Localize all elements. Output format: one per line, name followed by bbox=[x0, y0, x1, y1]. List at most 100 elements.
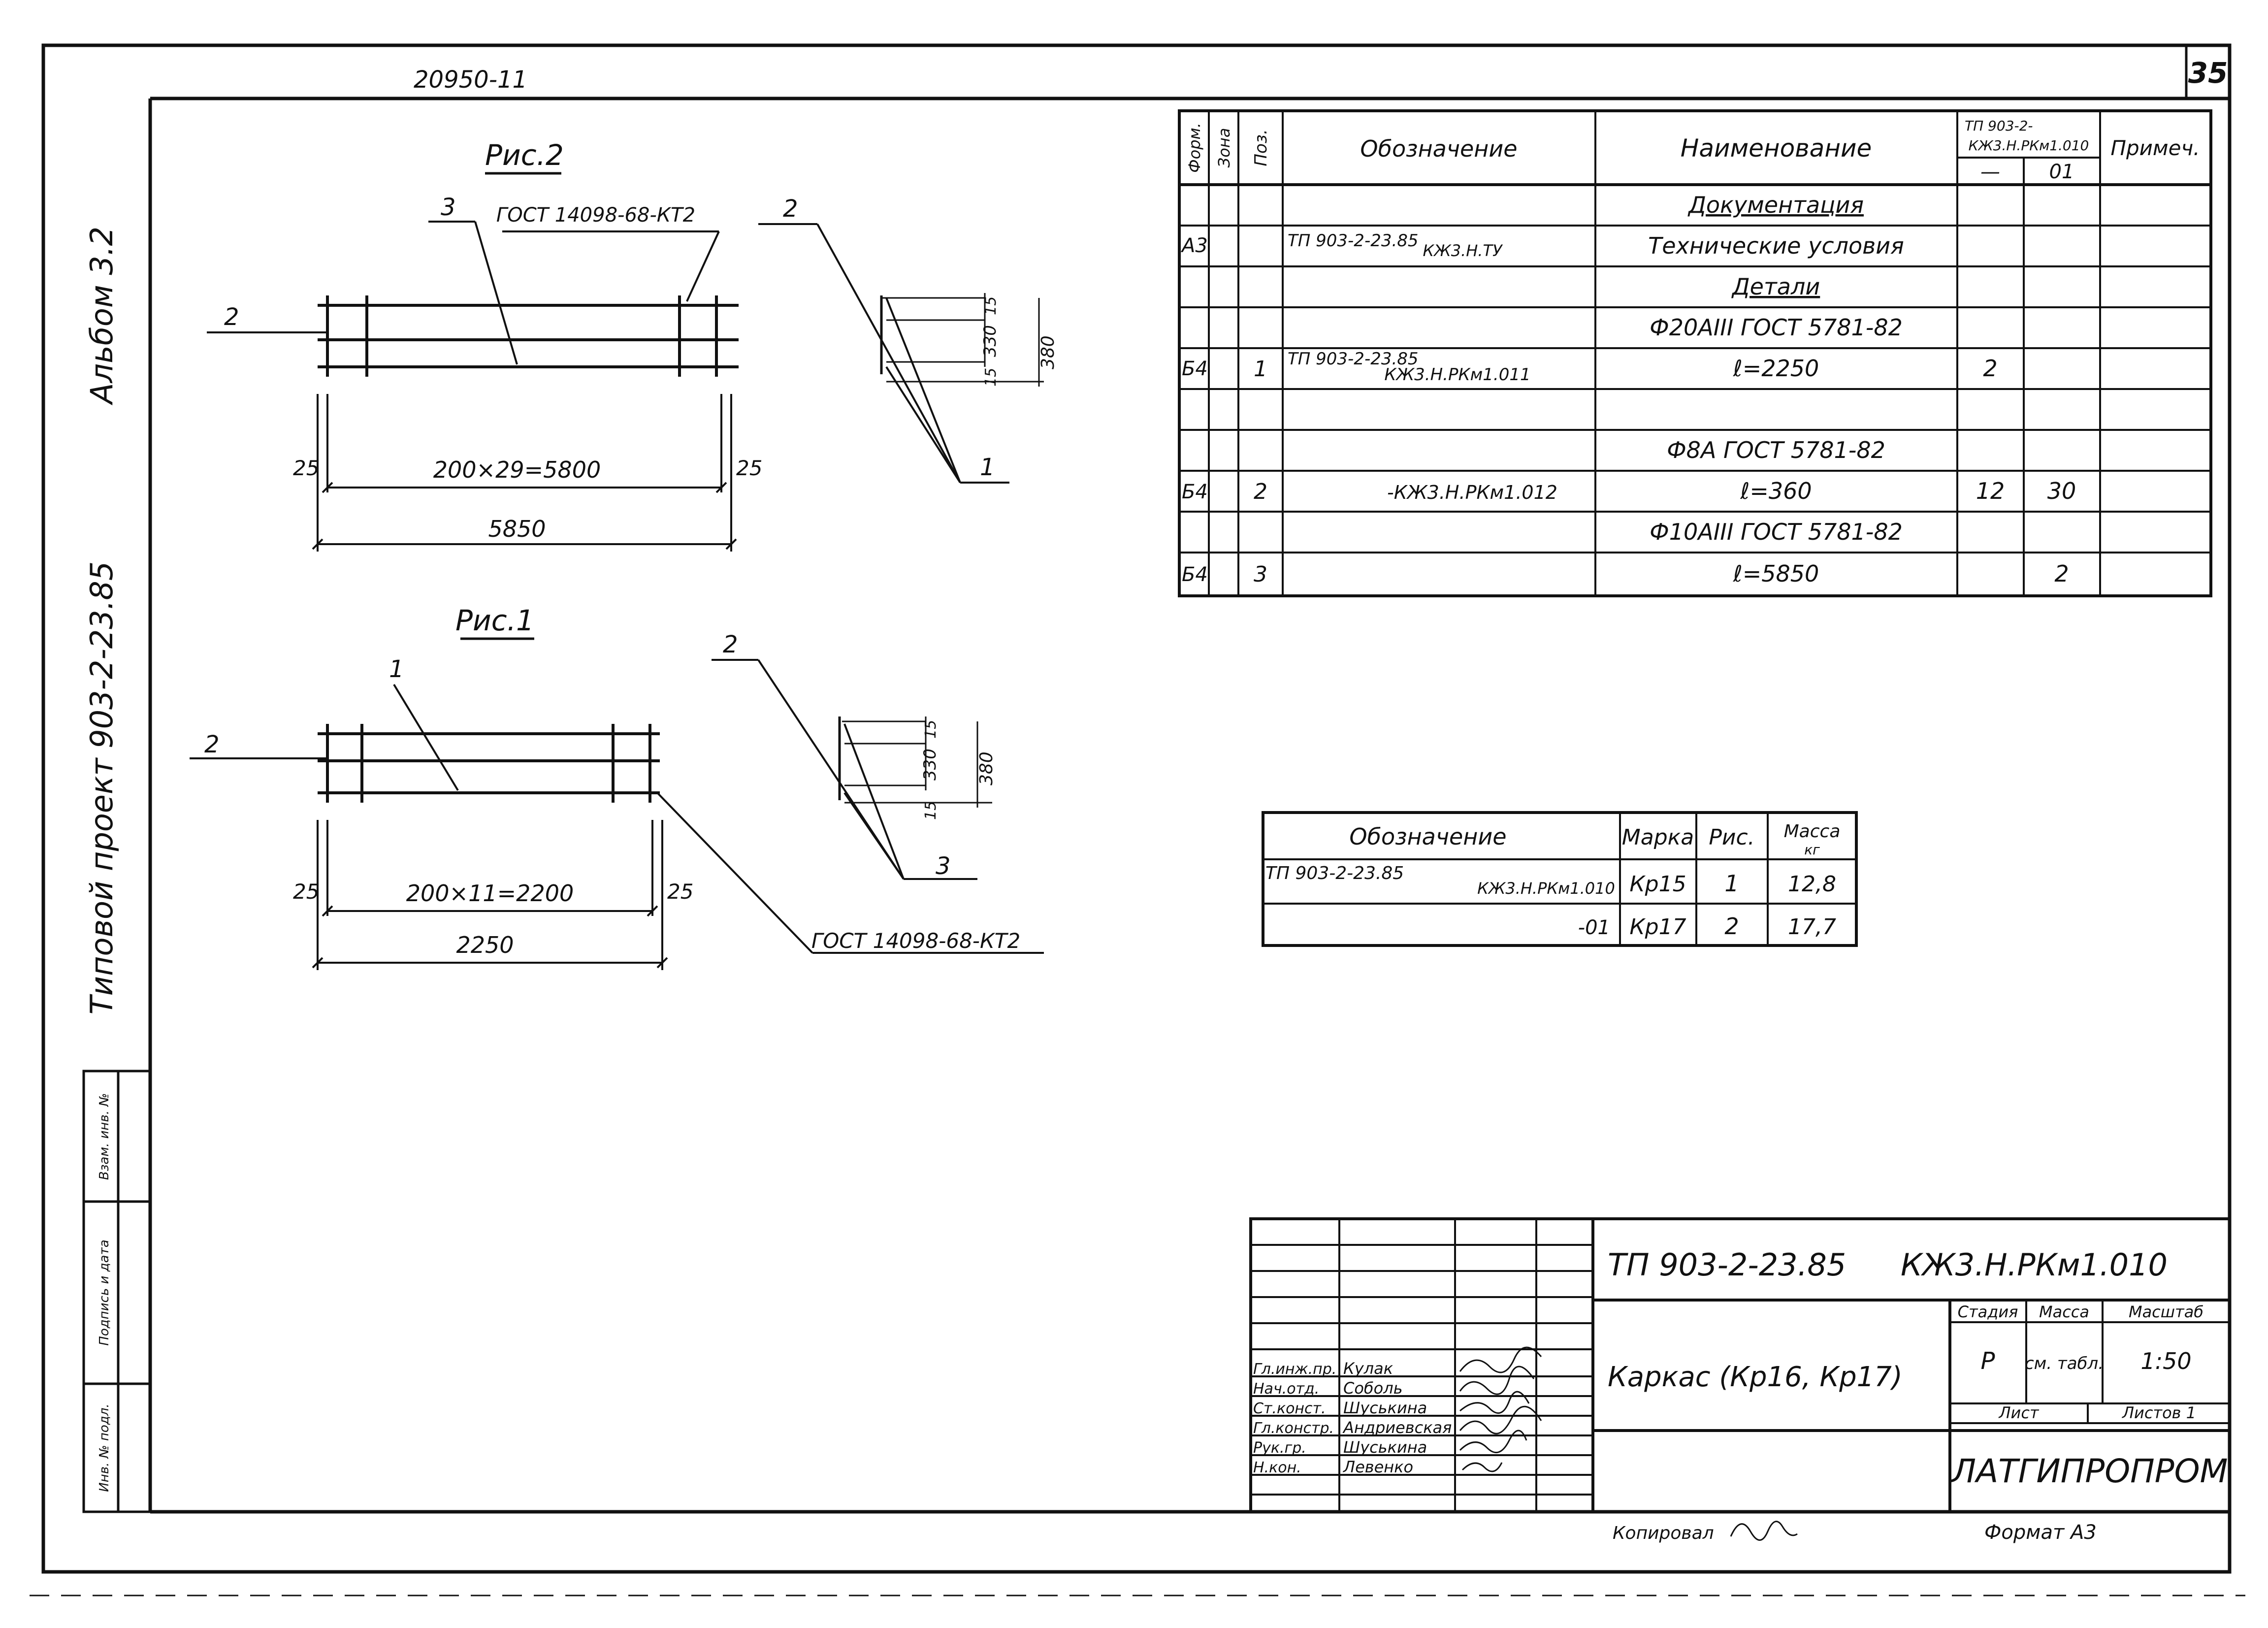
marks-row-mass: 17,7 bbox=[1788, 914, 1836, 940]
staff-role: Ст.конст. bbox=[1253, 1400, 1326, 1417]
side-stamp: Инв. № подл. Подпись и дата Взам. инв. № bbox=[82, 1070, 152, 1513]
cross-section bbox=[758, 223, 1044, 484]
dimension-label: 5850 bbox=[488, 516, 546, 542]
dimension-label: 15 bbox=[982, 368, 1000, 387]
frame-elevation bbox=[207, 221, 739, 552]
column-header: КЖ3.Н.РКм1.010 bbox=[1969, 137, 2089, 154]
dimension-label: 380 bbox=[976, 751, 997, 785]
marks-row-designation: ТП 903-2-23.85 bbox=[1265, 863, 1404, 883]
spec-row-qty: 2 bbox=[2054, 560, 2069, 587]
spec-row-name: Технические условия bbox=[1648, 232, 1904, 259]
title-block: Гл.инж.пр. Кулак Нач.отд. Соболь Ст.конс… bbox=[1249, 1217, 2231, 1544]
marks-row-fig: 1 bbox=[1724, 870, 1739, 897]
column-header: Форм. bbox=[1185, 123, 1204, 173]
dimension-ticks bbox=[312, 482, 737, 969]
spec-row-designation: КЖ3.Н.ТУ bbox=[1423, 241, 1504, 260]
figure-2-title: Рис.2 bbox=[485, 138, 564, 172]
mass-value: см. табл. bbox=[2025, 1354, 2104, 1373]
scale-label: Масштаб bbox=[2129, 1302, 2203, 1321]
pos-label: 2 bbox=[723, 631, 738, 658]
dimension-label: 25 bbox=[736, 456, 762, 480]
dimension-label: 2250 bbox=[456, 932, 514, 958]
top-code: 20950-11 bbox=[414, 66, 527, 94]
side-stamp-field: Подпись и дата bbox=[97, 1239, 112, 1345]
dimension-label: 25 bbox=[667, 879, 693, 904]
column-header: 01 bbox=[2049, 161, 2074, 183]
dimension-label: 15 bbox=[922, 720, 940, 739]
mass-label: Масса bbox=[2039, 1302, 2089, 1321]
marks-row-fig: 2 bbox=[1724, 913, 1739, 940]
spec-row-name: Ф20АIII ГОСТ 5781-82 bbox=[1650, 314, 1903, 341]
staff-role: Рук.гр. bbox=[1253, 1439, 1306, 1457]
column-header: Поз. bbox=[1251, 129, 1271, 166]
staff-name: Шуськина bbox=[1343, 1438, 1427, 1457]
spec-row-format: А3 bbox=[1180, 234, 1208, 257]
spec-row-pos: 2 bbox=[1254, 479, 1267, 504]
pos-label: 2 bbox=[783, 195, 798, 223]
marks-row-mass: 12,8 bbox=[1788, 872, 1836, 897]
staff-role: Н.кон. bbox=[1253, 1459, 1301, 1476]
dimension-label: 330 bbox=[920, 749, 940, 781]
figure-1: Рис.1 2 1 ГОСТ 14098-68-КТ2 25 25 200×11… bbox=[190, 604, 1044, 970]
drawing-title: Каркас (Кр16, Кр17) bbox=[1608, 1361, 1903, 1393]
staff-name: Шуськина bbox=[1343, 1399, 1427, 1417]
pos-label: 2 bbox=[224, 303, 239, 331]
spec-row-name: Ф8А ГОСТ 5781-82 bbox=[1667, 437, 1885, 463]
staff-name: Соболь bbox=[1343, 1379, 1403, 1398]
doc-code: КЖ3.Н.РКм1.010 bbox=[1901, 1247, 2168, 1283]
dimension-label: 330 bbox=[980, 325, 1000, 357]
column-header: Зона bbox=[1215, 128, 1233, 168]
spec-row-designation: КЖ3.Н.РКм1.011 bbox=[1384, 365, 1530, 385]
frame-elevation bbox=[190, 684, 1044, 970]
dimension-label: 15 bbox=[922, 801, 940, 820]
project-label: Типовой проект 903-2-23.85 bbox=[84, 561, 120, 1014]
spec-row-name: Детали bbox=[1731, 273, 1820, 300]
format-label: Формат А3 bbox=[1984, 1521, 2097, 1544]
marks-table: Обозначение Марка Рис. Масса кг ТП 903-2… bbox=[1262, 811, 1858, 947]
copied-signature bbox=[1730, 1521, 1798, 1541]
figure-2: Рис.2 2 3 ГОСТ 14098-68-КТ2 25 2 bbox=[207, 138, 1058, 552]
signatures bbox=[1459, 1346, 1542, 1472]
spec-row-designation: ТП 903-2-23.85 bbox=[1288, 231, 1419, 251]
sheet-label: Лист bbox=[1998, 1403, 2039, 1422]
figure-1-title: Рис.1 bbox=[455, 604, 534, 637]
staff-role: Нач.отд. bbox=[1253, 1380, 1319, 1398]
sheet-number: 35 bbox=[2188, 56, 2228, 90]
side-stamp-field: Инв. № подл. bbox=[97, 1403, 112, 1492]
staff-role: Гл.констр. bbox=[1253, 1420, 1334, 1437]
pos-label: 3 bbox=[936, 852, 951, 880]
spec-row-name: Документация bbox=[1687, 192, 1864, 218]
pos-label: 2 bbox=[204, 731, 220, 758]
weld-note: ГОСТ 14098-68-КТ2 bbox=[811, 929, 1020, 953]
spec-row-pos: 1 bbox=[1254, 357, 1267, 382]
spec-row-format: Б4 bbox=[1182, 358, 1208, 380]
spec-row-qty: 30 bbox=[2047, 478, 2076, 504]
staff-name: Андриевская bbox=[1342, 1418, 1452, 1437]
sheet-frame bbox=[30, 43, 2245, 1596]
staff-name: Левенко bbox=[1343, 1458, 1413, 1476]
pos-label: 1 bbox=[389, 655, 404, 683]
doc-code: ТП 903-2-23.85 bbox=[1608, 1247, 1846, 1283]
spec-row-designation: -КЖ3.Н.РКм1.012 bbox=[1387, 482, 1557, 503]
column-header: Марка bbox=[1622, 825, 1694, 850]
pos-label: 1 bbox=[980, 454, 995, 481]
spec-row-format: Б4 bbox=[1182, 481, 1208, 503]
marks-row-mark: Кр15 bbox=[1629, 872, 1686, 897]
spec-row-qty: 2 bbox=[1983, 355, 1997, 382]
column-header: — bbox=[1980, 161, 2000, 183]
column-header: Обозначение bbox=[1360, 135, 1517, 162]
dimension-label: 15 bbox=[982, 296, 1000, 315]
spec-row-name: Ф10АIII ГОСТ 5781-82 bbox=[1650, 519, 1903, 545]
stage-label: Стадия bbox=[1958, 1302, 2018, 1321]
scale-value: 1:50 bbox=[2140, 1348, 2191, 1374]
specification-table: Форм. Зона Поз. Обозначение Наименование… bbox=[1178, 109, 2212, 597]
marks-row-designation: КЖ3.Н.РКм1.010 bbox=[1477, 879, 1615, 898]
column-header: ТП 903-2- bbox=[1965, 118, 2033, 134]
dimension-label: 380 bbox=[1038, 335, 1058, 369]
column-header: кг bbox=[1804, 842, 1820, 858]
stage-value: Р bbox=[1981, 1347, 1995, 1375]
dimension-label: 200×29=5800 bbox=[433, 456, 601, 483]
organization: ЛАТГИПРОПРОМ bbox=[1951, 1452, 2228, 1490]
staff-role: Гл.инж.пр. bbox=[1253, 1361, 1336, 1378]
